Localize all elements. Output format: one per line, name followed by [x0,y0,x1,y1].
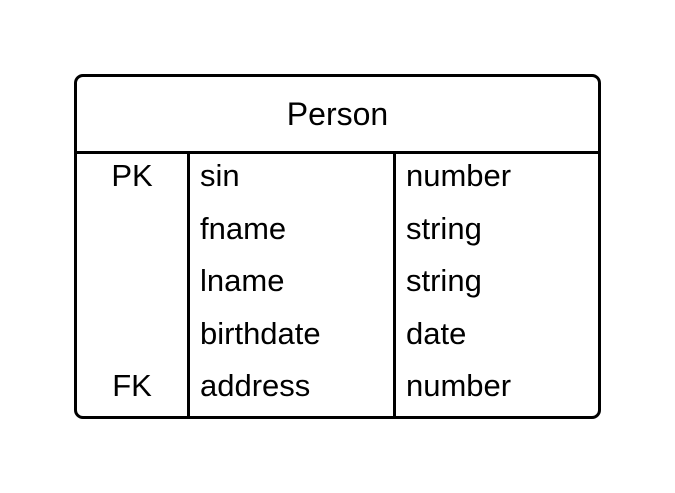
attribute-row[interactable]: fname string [77,209,598,262]
attribute-type: string [406,263,482,298]
attribute-key: FK [112,368,152,403]
attribute-type: number [406,158,512,193]
attribute-name: sin [200,158,240,193]
entity-title: Person [77,77,598,154]
key-column-divider [187,154,190,416]
attribute-name: address [200,368,311,403]
attribute-name: fname [200,210,287,246]
attribute-name: birthdate [200,315,321,351]
attribute-type: string [406,210,482,246]
type-column-divider [393,154,396,416]
attribute-row[interactable]: PK sin number [77,156,598,209]
attribute-row[interactable]: FK address number [77,366,598,419]
attribute-row[interactable]: lname string [77,261,598,314]
attribute-key: PK [111,158,153,193]
attribute-name: lname [200,263,285,298]
attribute-row[interactable]: birthdate date [77,314,598,367]
attribute-type: number [406,368,512,403]
attribute-list: PK sin number fname string lname string … [77,154,598,419]
attribute-type: date [406,315,467,351]
entity-person[interactable]: Person PK sin number fname string lname … [74,74,601,419]
